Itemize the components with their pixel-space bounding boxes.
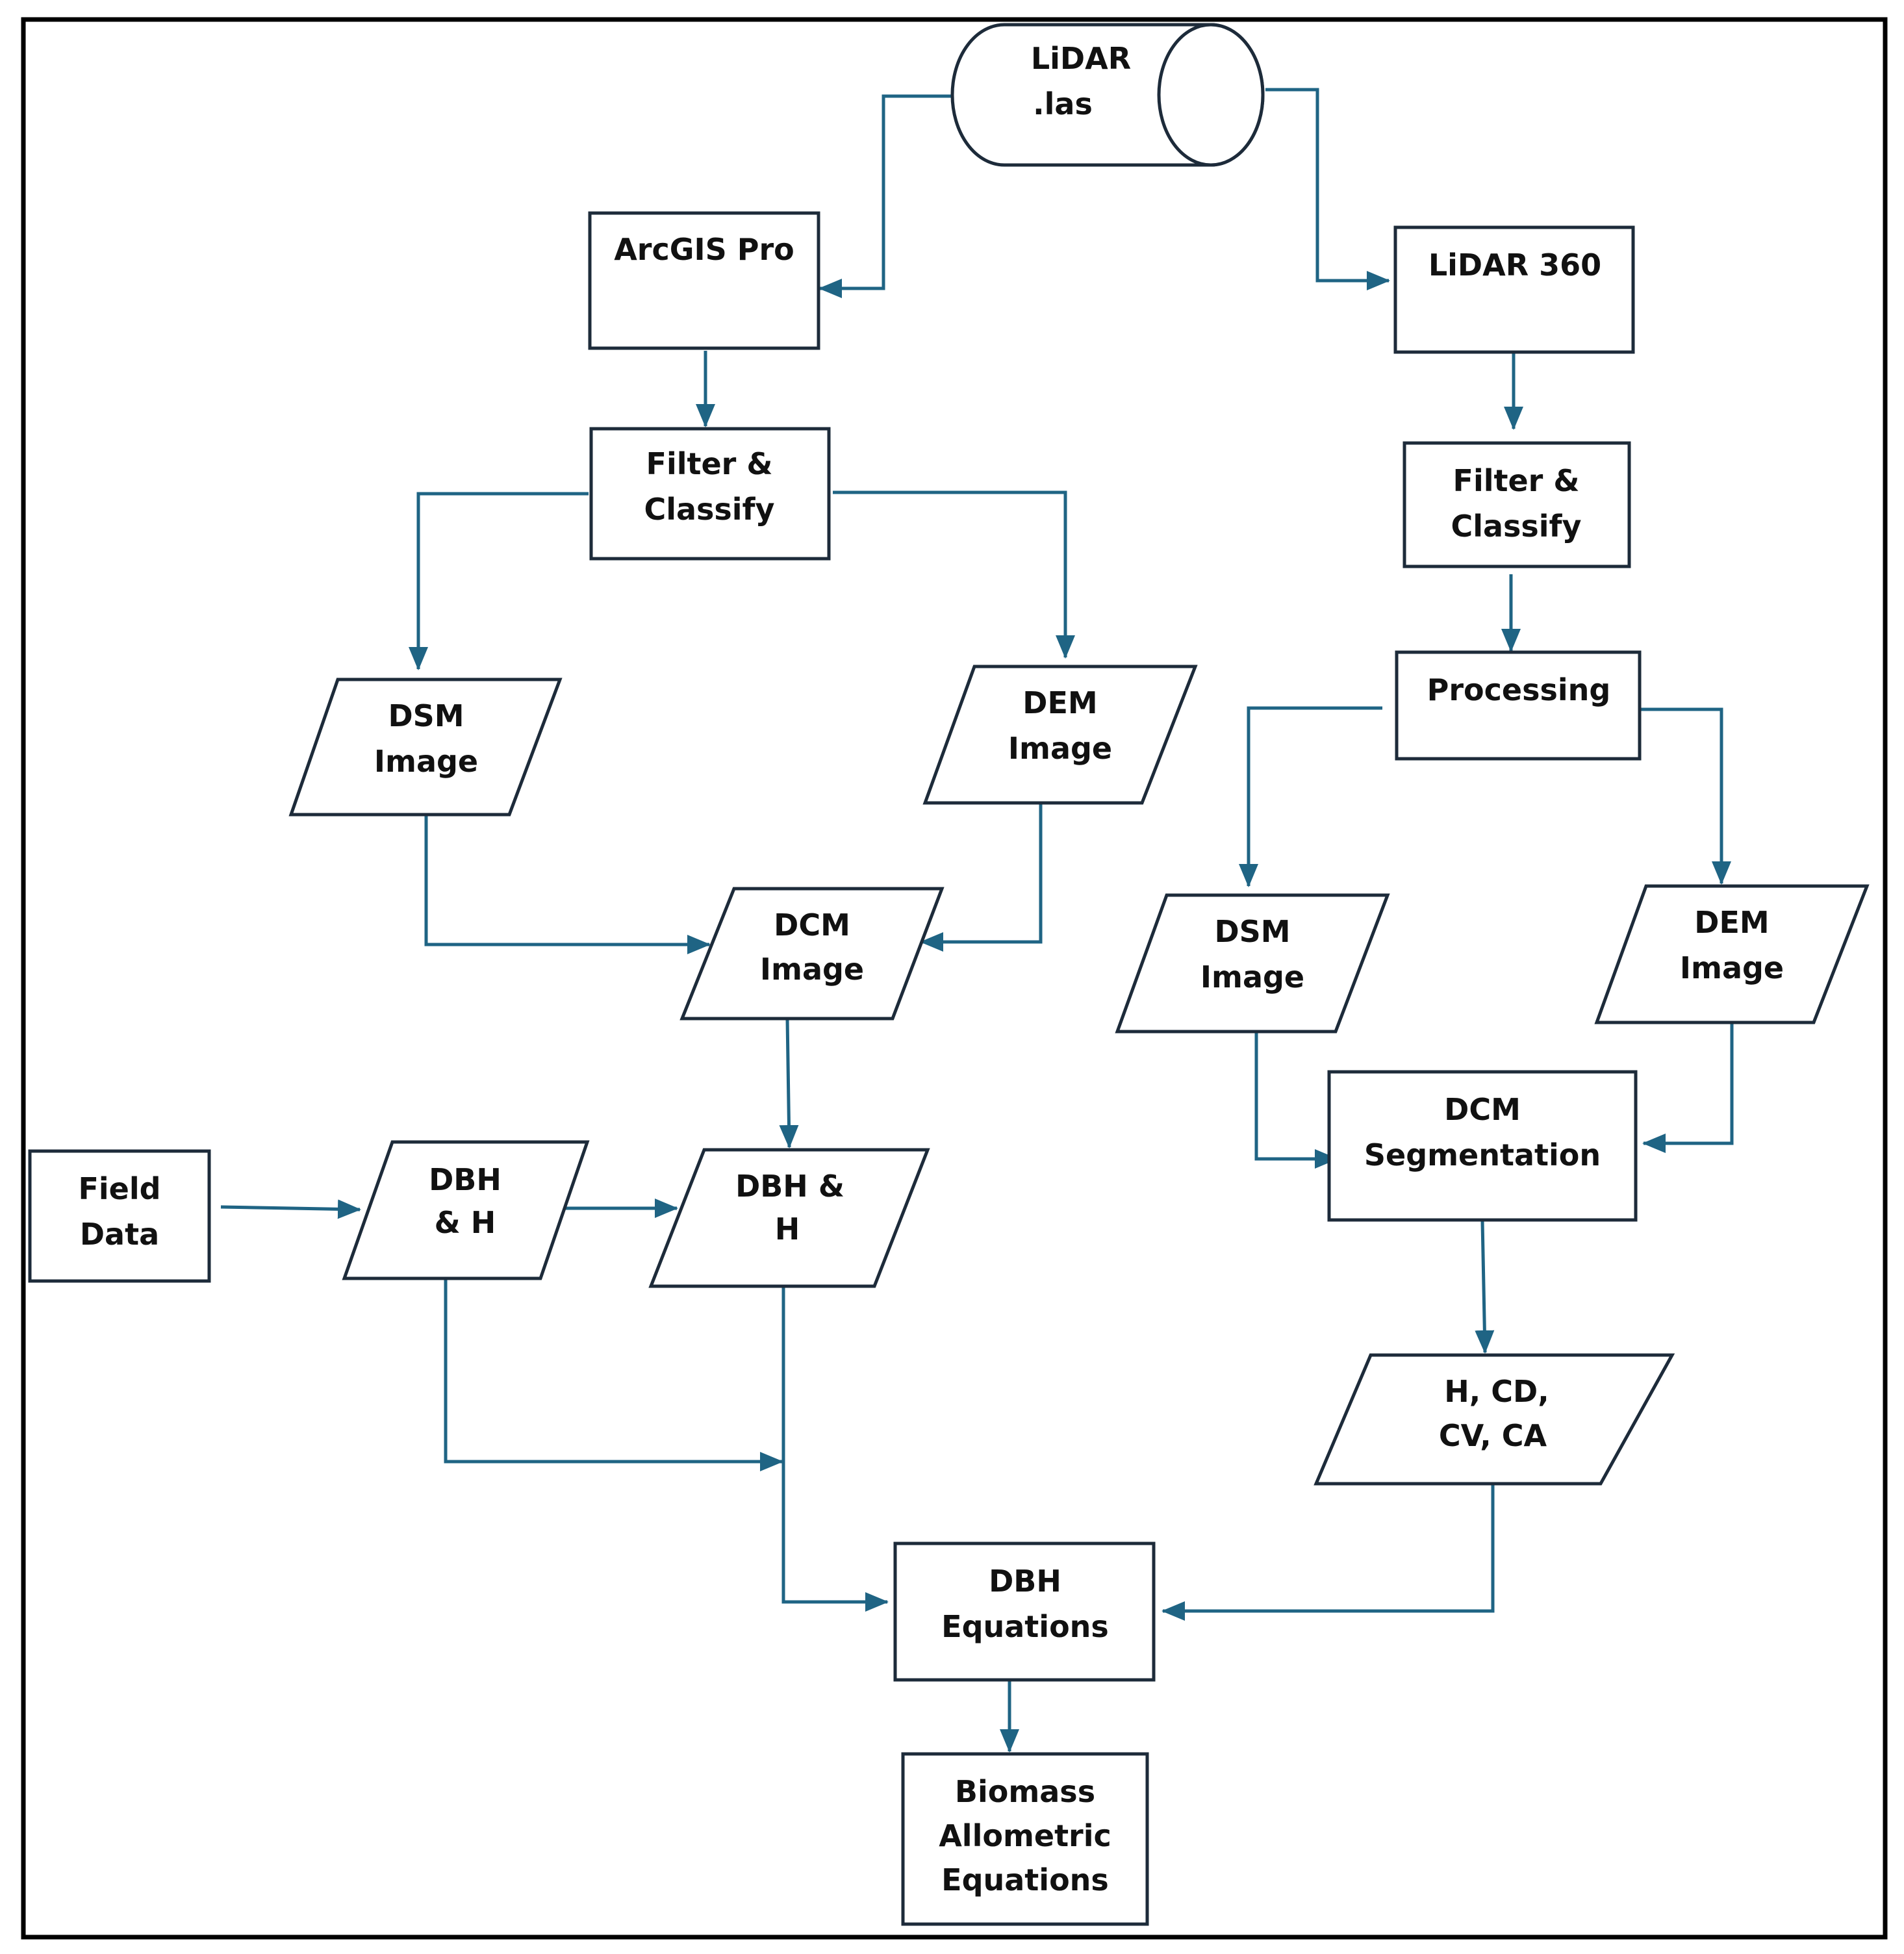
node-label-line: Equations [941,1609,1109,1644]
node-label-line: Image [1200,959,1304,995]
edge-filter-left-to-dsm-left [409,492,589,670]
lidar-las-node: LiDAR .las [950,23,1265,167]
node-label-line: CV, CA [1439,1418,1547,1453]
node-label-line: Filter & [646,446,773,481]
data-parallelogram [1314,1353,1675,1486]
diagram-frame [21,17,1888,1940]
edge-lidar-las-to-arcgis-pro [819,94,954,298]
dsm-image-left-node: DSM Image [288,678,563,817]
edge-dem-left-to-dcm-image [920,803,1043,952]
node-label-line: H [775,1212,800,1247]
dbh-h-lidar-node: DBH & H [648,1148,930,1288]
node-label-line: Field [78,1171,160,1206]
edge-dbh-h-lidar-to-dbh-equations [781,1286,889,1612]
dem-image-right-node: DEM Image [1594,884,1870,1024]
edge-filter-left-to-dem-left [833,490,1075,659]
node-label-line: Classify [644,492,774,527]
field-data-node: Field Data [28,1149,211,1283]
dsm-image-right-node: DSM Image [1115,893,1390,1034]
node-label-line: .las [1033,86,1093,121]
process-box [901,1752,1149,1926]
node-label-line: Image [760,952,864,987]
node-label-line: DSM [1214,914,1290,949]
node-label-line: DBH [429,1162,501,1197]
node-label-line: LiDAR [1031,41,1131,76]
node-label-line: Data [80,1217,159,1252]
edge-dcm-image-to-dbh-h-lidar [779,1018,799,1148]
dcm-segmentation-node: DCM Segmentation [1327,1070,1638,1222]
process-box [588,211,820,350]
process-box [1327,1070,1638,1222]
node-label-line: Image [1680,950,1784,985]
edge-field-data-to-dbh-h-field [220,1199,361,1219]
process-box [893,1542,1156,1682]
node-label-line: Biomass [955,1774,1095,1809]
process-box [28,1149,211,1283]
process-box [589,427,831,561]
data-parallelogram [679,887,945,1021]
node-label-line: Segmentation [1364,1137,1601,1173]
node-label-line: Classify [1451,509,1581,544]
lidar-360-node: LiDAR 360 [1393,225,1635,354]
filter-classify-left-node: Filter & Classify [589,427,831,561]
node-label-line: DCM [1444,1092,1521,1127]
data-parallelogram [1594,884,1870,1024]
dbh-equations-node: DBH Equations [893,1542,1156,1682]
node-label-line: H, CD, [1444,1374,1549,1409]
node-label-line: Filter & [1453,463,1580,498]
dem-image-left-node: DEM Image [922,665,1198,805]
crown-metrics-node: H, CD, CV, CA [1314,1353,1675,1486]
node-label-line: LiDAR 360 [1428,247,1601,283]
process-box [1393,225,1635,354]
node-label-line: DBH & [735,1169,844,1204]
edge-processing-to-dem-right [1638,707,1731,885]
node-label-line: DEM [1694,905,1769,940]
data-parallelogram [288,678,563,817]
node-label-line: Image [1008,731,1112,766]
edge-dem-right-to-dcm-segmentation [1642,1022,1734,1153]
edge-dsm-right-to-dcm-segmentation [1254,1032,1338,1169]
node-label-line: Processing [1427,672,1611,707]
data-parallelogram [922,665,1198,805]
edge-crown-metrics-to-dbh-equations [1161,1484,1495,1621]
arcgis-pro-node: ArcGIS Pro [588,211,820,350]
node-label-line: ArcGIS Pro [614,232,794,267]
connectors [220,88,1734,1753]
node-label-line: DEM [1022,685,1097,720]
filter-classify-right-node: Filter & Classify [1403,441,1631,568]
node-label-line: Image [374,744,478,779]
node-label-line: DCM [774,907,850,943]
process-box [1403,441,1631,568]
edge-processing-to-dsm-right [1239,706,1382,887]
edge-dsm-left-to-dcm-image [424,815,711,954]
data-parallelogram [648,1148,930,1288]
node-label-line: & H [435,1205,496,1240]
processing-node: Processing [1395,650,1642,761]
node-label-line: Allometric [939,1818,1111,1853]
node-label-line: Equations [941,1862,1109,1897]
edge-dcm-segmentation-to-crown-metrics [1475,1221,1495,1354]
data-parallelogram [342,1140,590,1280]
dcm-image-node: DCM Image [679,887,945,1021]
edge-lidar-las-to-lidar-360 [1265,88,1390,290]
node-label-line: DSM [388,698,464,733]
dbh-h-field-node: DBH & H [342,1140,590,1280]
process-box [1395,650,1642,761]
biomass-allometric-node: Biomass Allometric Equations [901,1752,1149,1926]
node-label-line: DBH [989,1564,1061,1599]
cylinder-end [1157,23,1265,167]
data-parallelogram [1115,893,1390,1034]
edge-dbh-h-field-to-junction [444,1278,783,1471]
